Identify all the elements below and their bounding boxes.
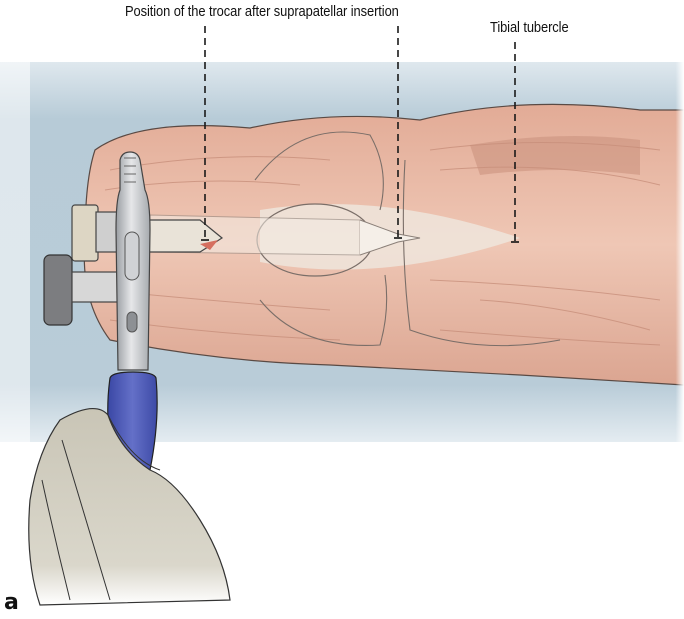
trocar-instrument <box>43 151 224 471</box>
panel-letter: a <box>4 590 19 615</box>
label-trocar-position: Position of the trocar after suprapatell… <box>125 3 399 20</box>
leader-lines <box>201 26 519 243</box>
leg <box>83 103 684 386</box>
label-tibial-tubercle: Tibial tubercle <box>490 19 569 36</box>
gloved-hand <box>28 408 231 606</box>
